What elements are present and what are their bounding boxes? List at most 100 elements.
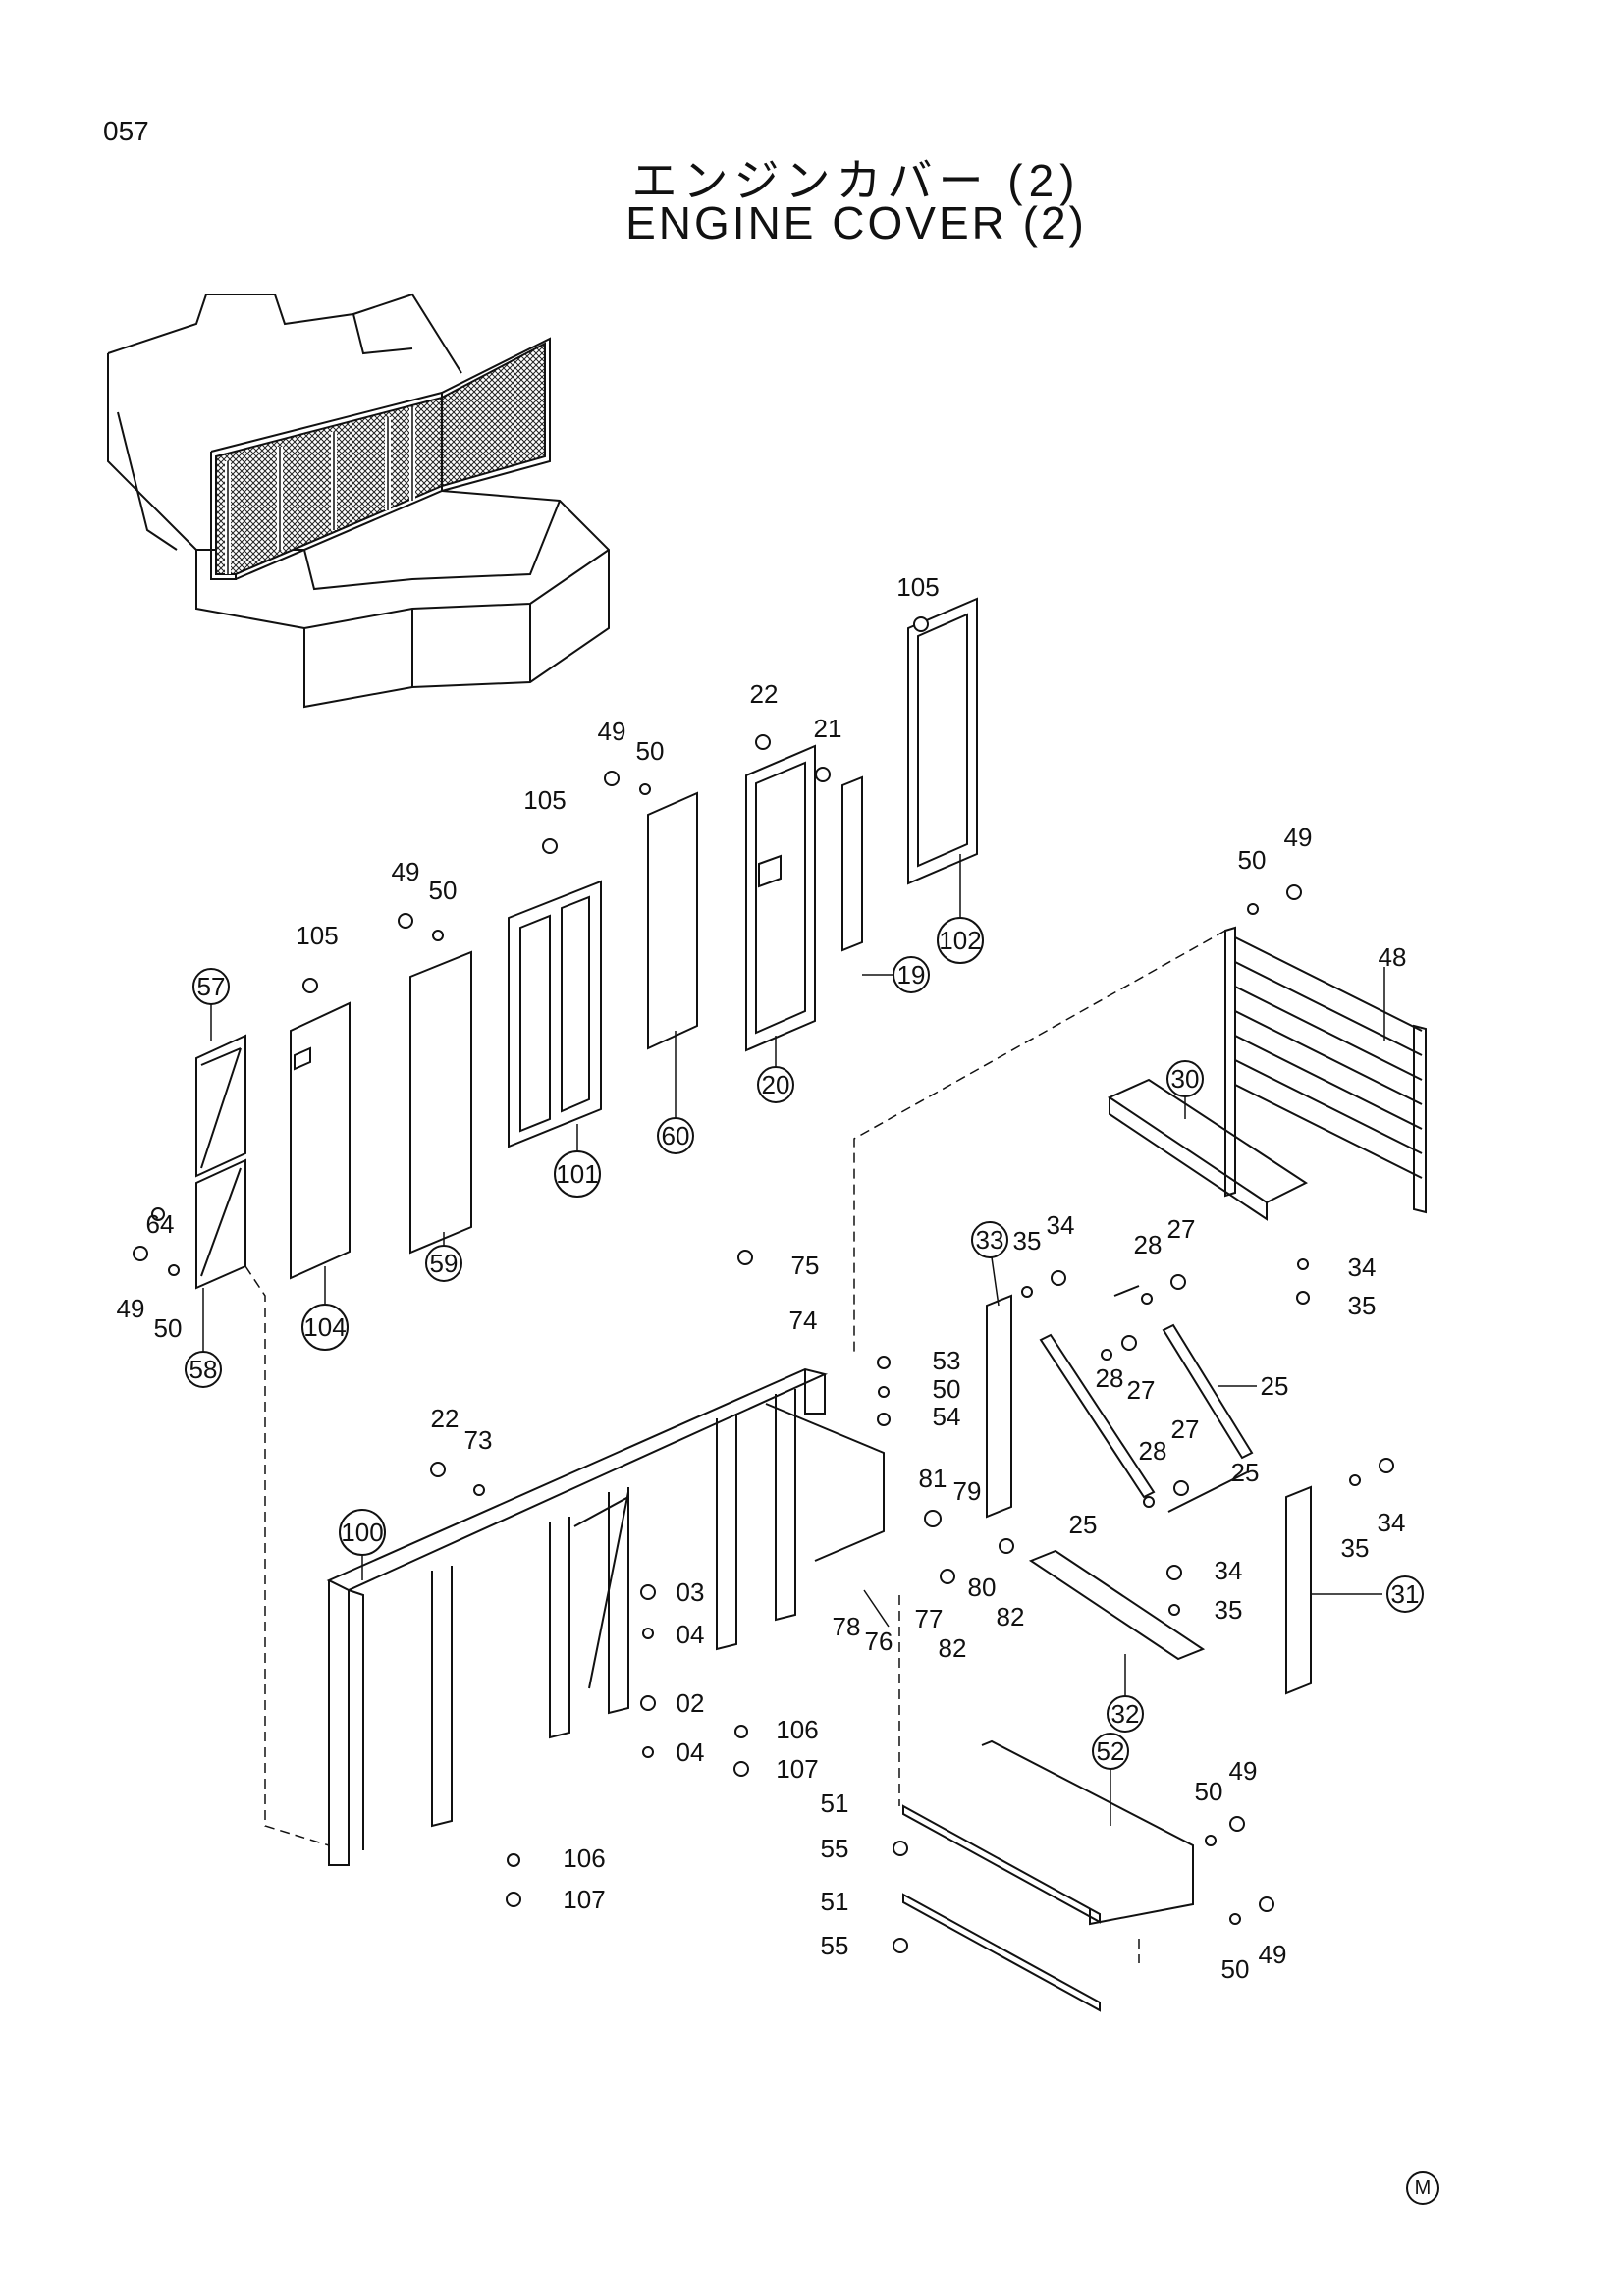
part-number-label: 57 [197, 972, 226, 1001]
part-callout: 27 [1171, 1415, 1200, 1444]
part-number-label: 75 [791, 1251, 820, 1280]
part-callout: 25 [1231, 1458, 1260, 1487]
part-callout: 35 [1215, 1595, 1243, 1625]
part-callout: 55 [821, 1834, 849, 1863]
part-number-label: 02 [677, 1688, 705, 1718]
part-callout: 53 [933, 1346, 961, 1375]
callout-circle [971, 1221, 1008, 1258]
part-number-label: 34 [1348, 1253, 1377, 1282]
part-callout: 80 [968, 1573, 997, 1602]
part-number-label: 49 [598, 717, 626, 746]
part-callout: 50 [636, 736, 665, 766]
part-callout: 50 [1238, 845, 1267, 875]
part-callout: 35 [1341, 1533, 1370, 1563]
part-number-label: 54 [933, 1402, 961, 1431]
part-callout: 34 [1348, 1253, 1377, 1282]
part-number-label: 78 [833, 1612, 861, 1641]
callout-circle [937, 917, 984, 964]
part-number-label: 76 [865, 1627, 893, 1656]
manufacturer-mark: M [1406, 2171, 1439, 2205]
part-number-label: 50 [1195, 1777, 1223, 1806]
part-callout: 107 [776, 1754, 818, 1784]
title-japanese: エンジンカバー (2) [631, 155, 1081, 206]
exploded-parts [195, 597, 1427, 2012]
part-number-label: 50 [933, 1374, 961, 1404]
part-number-label: 04 [677, 1620, 705, 1649]
part-number-label: 30 [1171, 1064, 1200, 1094]
part-number-label: 59 [430, 1249, 459, 1278]
part-callout: 49 [598, 717, 626, 746]
part-number-label: 51 [821, 1789, 849, 1818]
part-number-label: 74 [789, 1306, 818, 1335]
part-callout: 50 [154, 1313, 183, 1343]
part-number-label: 100 [341, 1518, 383, 1547]
part-callout: 51 [821, 1887, 849, 1916]
callout-circle [757, 1066, 794, 1103]
part-number-label: 35 [1215, 1595, 1243, 1625]
part-callout-circled: 104 [301, 1304, 349, 1351]
part-callout: 78 [833, 1612, 861, 1641]
part-number-label: 101 [556, 1159, 598, 1189]
part-number-label: 33 [976, 1225, 1004, 1255]
part-number-label: 27 [1171, 1415, 1200, 1444]
callout-circle [657, 1117, 694, 1154]
part-number-label: 73 [464, 1425, 493, 1455]
part-callout: 28 [1096, 1363, 1124, 1393]
part-callout: 82 [997, 1602, 1025, 1631]
part-number-label: 34 [1215, 1556, 1243, 1585]
part-callout: 03 [677, 1577, 705, 1607]
part-callout: 25 [1261, 1371, 1289, 1401]
part-callout: 51 [821, 1789, 849, 1818]
callout-circle [1092, 1733, 1129, 1770]
callout-circle [554, 1150, 601, 1198]
part-callout: 79 [953, 1476, 982, 1506]
part-number-label: 80 [968, 1573, 997, 1602]
part-number-label: 107 [563, 1885, 605, 1914]
part-number-label: 49 [1259, 1940, 1287, 1969]
part-callout-circled: 31 [1386, 1575, 1424, 1613]
part-callout: 106 [776, 1715, 818, 1744]
part-number-label: 106 [776, 1715, 818, 1744]
part-callout-circled: 20 [757, 1066, 794, 1103]
part-callout: 49 [117, 1294, 145, 1323]
part-number-label: 105 [523, 785, 566, 815]
part-callout-circled: 52 [1092, 1733, 1129, 1770]
part-callout: 04 [677, 1737, 705, 1767]
part-callout: 02 [677, 1688, 705, 1718]
callout-circle [893, 956, 930, 993]
title-english: ENGINE COVER (2) [625, 197, 1087, 248]
part-callout-circled: 101 [554, 1150, 601, 1198]
part-number-label: 04 [677, 1737, 705, 1767]
part-number-label: 22 [431, 1404, 460, 1433]
part-callout: 28 [1139, 1436, 1167, 1466]
part-callout: 49 [1284, 823, 1313, 852]
part-number-label: 55 [821, 1834, 849, 1863]
callout-circle [425, 1245, 462, 1282]
part-number-label: 28 [1134, 1230, 1163, 1259]
part-number-label: 20 [762, 1070, 790, 1099]
part-callout: 04 [677, 1620, 705, 1649]
part-callout-circled: 102 [937, 917, 984, 964]
part-number-label: 52 [1097, 1736, 1125, 1766]
part-number-label: 35 [1013, 1226, 1042, 1255]
part-number-label: 49 [1284, 823, 1313, 852]
machine-overview [107, 293, 610, 709]
part-number-label: 49 [117, 1294, 145, 1323]
part-callout: 49 [1229, 1756, 1258, 1786]
part-callout: 54 [933, 1402, 961, 1431]
part-number-label: 77 [915, 1604, 944, 1633]
part-callout-circled: 100 [339, 1509, 386, 1556]
part-number-label: 32 [1111, 1699, 1140, 1729]
part-number-label: 50 [154, 1313, 183, 1343]
part-callout-circled: 59 [425, 1245, 462, 1282]
part-callout: 34 [1215, 1556, 1243, 1585]
part-number-label: 82 [997, 1602, 1025, 1631]
callout-circle [185, 1351, 222, 1388]
part-number-label: 102 [939, 926, 981, 955]
part-number-label: 60 [662, 1121, 690, 1150]
part-callout: 35 [1013, 1226, 1042, 1255]
part-callout: 27 [1127, 1375, 1156, 1405]
part-number-label: 64 [146, 1209, 175, 1239]
part-number-label: 55 [821, 1931, 849, 1960]
